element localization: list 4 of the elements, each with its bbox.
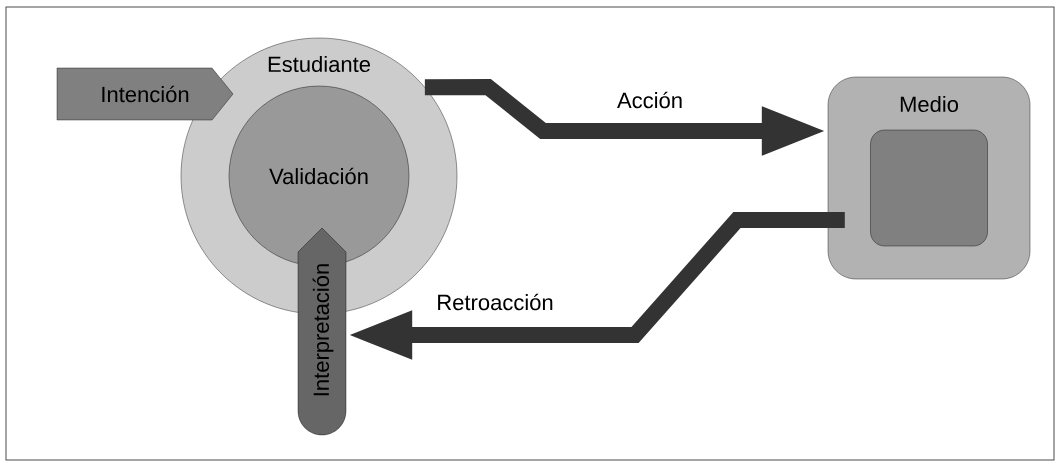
arrow-box: Intención [56,67,234,121]
edge-label: Acción [615,89,685,111]
rounded-box [870,129,988,247]
arrow-box: Interpretación [297,227,347,436]
